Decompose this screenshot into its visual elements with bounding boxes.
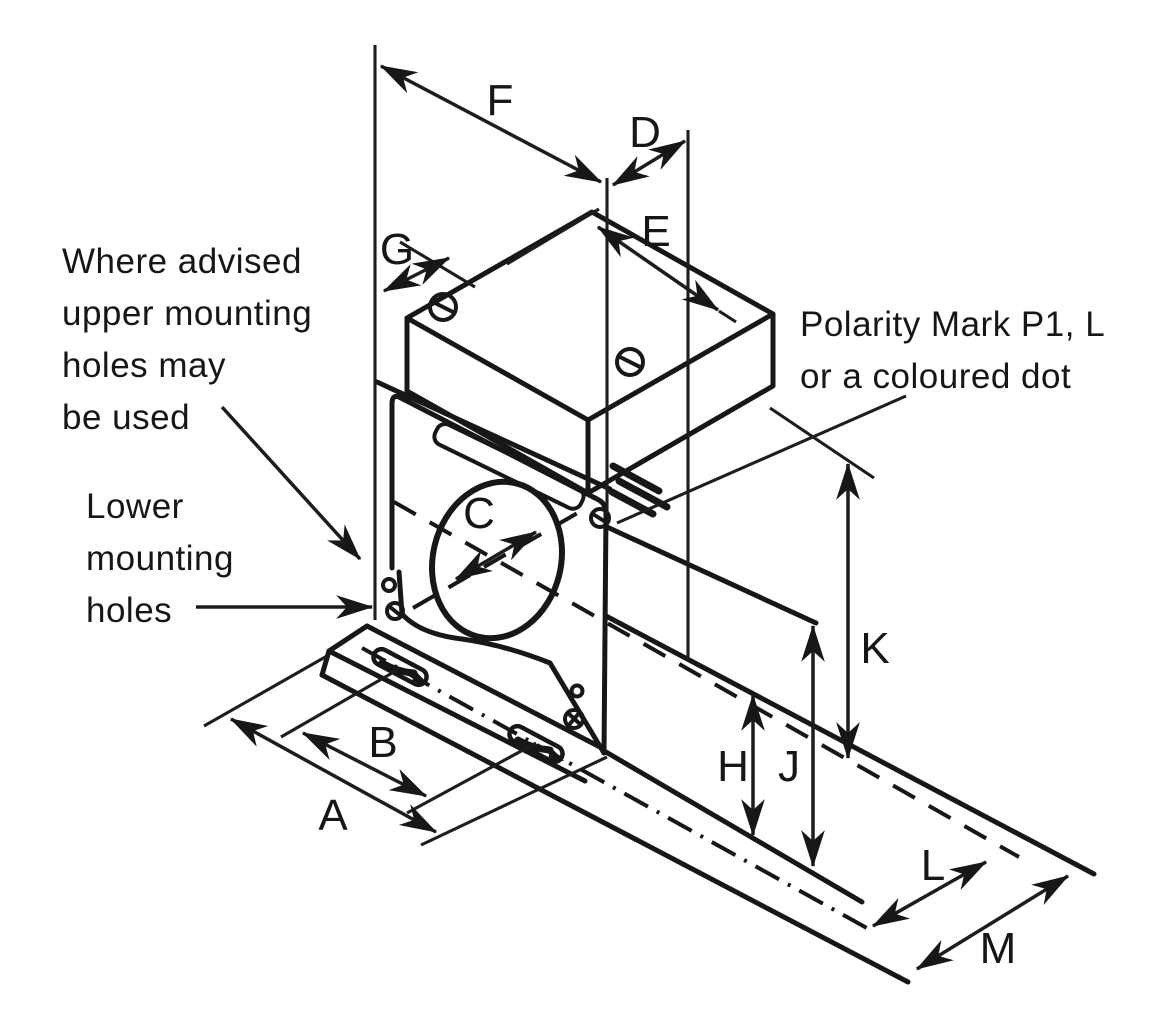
dim-label-H: H: [717, 742, 749, 791]
mounting-slot-2-tick: [547, 747, 564, 761]
polarity-screw: [589, 507, 611, 529]
dim-arrow-E: [596, 225, 720, 312]
base-front-top-edge: [326, 648, 588, 784]
dim-label-E: E: [641, 207, 670, 256]
rail-fin-top-edge: [604, 524, 819, 626]
rail-front-top-edge: [603, 749, 865, 905]
note-upper-line-2: upper mounting: [62, 294, 312, 333]
dimension-labels: F D E G C A B H J K L M: [318, 76, 1016, 973]
note-upper-line-3: holes may: [62, 346, 226, 385]
ct-front-face: [374, 379, 671, 756]
dim-label-J: J: [778, 742, 800, 791]
face-screw-slot-2: [566, 710, 582, 728]
note-upper-line-4: be used: [62, 398, 190, 437]
extension-lines: [203, 45, 875, 847]
base-slot-centerline: [361, 646, 875, 934]
dim-label-B: B: [368, 718, 397, 767]
mounting-slot-2-shadow: [514, 736, 554, 754]
rail-back-top-edge: [603, 613, 1097, 877]
note-upper-line-1: Where advised: [62, 242, 302, 281]
annotations: Where advised upper mounting holes may b…: [62, 242, 1105, 630]
ext-line-A-right: [420, 755, 608, 847]
dim-label-M: M: [980, 924, 1017, 973]
note-lower-line-2: mounting: [86, 539, 234, 578]
terminal-screw-2: [615, 347, 645, 377]
shoulder-shading-2: [615, 477, 671, 511]
mounting-slot-2: [507, 723, 565, 765]
dim-label-A: A: [318, 791, 348, 840]
note-lower-line-1: Lower: [86, 487, 184, 526]
polarity-screw-slot: [591, 512, 609, 525]
terminal-box-end-face: [585, 311, 776, 496]
note-polarity: Polarity Mark P1, L or a coloured dot: [616, 305, 1105, 525]
face-screw: [563, 708, 585, 730]
note-upper-mounting: Where advised upper mounting holes may b…: [62, 242, 362, 561]
shoulder-shading-1: [609, 462, 663, 495]
label-recess: [432, 422, 586, 511]
aperture-centerline-long: [393, 500, 1020, 859]
face-bottom-cutout: [396, 569, 607, 756]
dim-label-L: L: [921, 841, 945, 890]
terminal-screw-1-slot: [430, 299, 456, 315]
note-upper-leader-arrow: [220, 405, 362, 561]
terminal-screw-2-slot: [617, 354, 643, 370]
base-back-edge: [364, 623, 603, 750]
terminal-box-front-face: [404, 315, 591, 496]
ext-line-A-left: [203, 654, 328, 728]
note-lower-mounting: Lower mounting holes: [86, 487, 374, 630]
dim-label-D: D: [629, 108, 661, 157]
dimension-arrows: [229, 64, 1070, 971]
face-hole-small: [569, 683, 585, 699]
lower-mounting-hole: [385, 601, 405, 621]
body-top-edge: [374, 379, 613, 492]
note-polarity-leader: [616, 394, 907, 525]
lower-mounting-hole-slot: [388, 605, 402, 617]
upper-mounting-hole: [381, 577, 397, 593]
ext-line-E-left: [506, 207, 600, 266]
dim-label-F: F: [487, 76, 514, 125]
terminal-box-top-face: [404, 209, 776, 423]
ext-line-E-stub: [718, 309, 737, 324]
mounting-base: [319, 623, 911, 985]
dim-label-C: C: [463, 489, 495, 538]
mounting-slot-1-tick: [411, 670, 428, 684]
note-polarity-line-1: Polarity Mark P1, L: [800, 305, 1105, 344]
rear-rail: [603, 524, 1097, 905]
note-polarity-line-2: or a coloured dot: [800, 357, 1071, 396]
terminal-box: [404, 209, 776, 496]
dim-arrow-C: [454, 530, 538, 581]
dim-arrow-M: [915, 874, 1070, 971]
dim-label-K: K: [860, 624, 889, 673]
base-front-bottom-edge: [319, 672, 911, 985]
mounting-slot-1: [371, 646, 429, 688]
dim-arrow-F: [379, 64, 603, 184]
dim-arrow-D: [611, 139, 687, 187]
note-lower-line-3: holes: [86, 591, 172, 630]
terminal-screw-1: [428, 292, 458, 322]
dim-arrow-B: [301, 731, 428, 798]
dim-label-G: G: [380, 225, 414, 274]
dim-arrow-G: [382, 256, 451, 293]
